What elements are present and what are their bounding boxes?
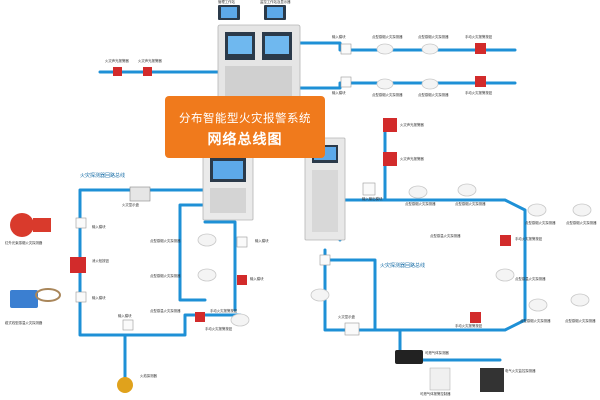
- left-loop-label: 火灾探测器回路总线: [80, 173, 126, 179]
- gas-detector-icon: [395, 350, 423, 364]
- module-icon: [236, 236, 248, 248]
- misc-label: 点型感温火灾探测器: [515, 277, 546, 281]
- left-inner: [178, 203, 207, 302]
- alarm-label: 火灾声光报警器: [400, 123, 424, 127]
- left-branch: [203, 220, 237, 312]
- detector-label: 点型感烟火灾探测器: [150, 274, 181, 278]
- beam-label: 红外光束感烟火灾探测器: [5, 241, 43, 245]
- smoke-detector-icon: [376, 78, 394, 90]
- misc-label: 点型感烟火灾探测器: [520, 319, 551, 323]
- lower-label: 点型感烟火灾探测器: [372, 93, 403, 97]
- module-icon: [344, 322, 360, 336]
- manual-button-icon: [195, 312, 205, 322]
- module-label: 输入模块: [255, 239, 269, 243]
- module-icon: [362, 182, 376, 196]
- manual-button-icon: [470, 312, 481, 323]
- gas-controller-label: 可燃气体报警控制器: [420, 392, 451, 396]
- pc-right-label: 监控工作站及显示器: [260, 0, 291, 4]
- smoke-detector-icon: [421, 78, 439, 90]
- detector-label: 点型感烟火灾探测器: [525, 221, 556, 225]
- electrical-label: 电气火灾监控探测器: [505, 369, 536, 373]
- module-icon: [319, 254, 331, 266]
- left-device-label: 火灾声光报警器: [105, 59, 129, 63]
- manual-button-icon: [70, 257, 86, 273]
- smoke-detector-icon: [197, 268, 217, 282]
- upper-label: 手动火灾报警按钮: [465, 35, 493, 39]
- electrical-monitor-icon: [480, 368, 504, 392]
- detector-label: 点型感温火灾探测器: [150, 309, 181, 313]
- smoke-detector-icon: [528, 298, 548, 312]
- alarm-icon: [113, 67, 122, 76]
- linear-label: 缆式线型感温火灾探测器: [5, 321, 43, 325]
- smoke-detector-icon: [376, 43, 394, 55]
- manual-button-icon: [237, 275, 247, 285]
- module-icon: [340, 43, 352, 55]
- lower-label: 输入模块: [332, 91, 346, 95]
- alarm-icon: [143, 67, 152, 76]
- module-icon: [75, 217, 87, 229]
- display-panel-icon: [129, 186, 151, 202]
- smoke-detector-icon: [197, 233, 217, 247]
- flame-label: 火焰探测器: [140, 374, 157, 378]
- manual-label: 输入模块: [250, 277, 264, 281]
- module-label: 输入输出模块: [362, 197, 383, 201]
- module-icon: [122, 319, 134, 331]
- lower-label: 点型感烟火灾探测器: [418, 93, 449, 97]
- smoke-detector-icon: [408, 185, 428, 199]
- smoke-detector-icon: [230, 313, 250, 327]
- beam-detector-icon: [10, 213, 34, 237]
- smoke-detector-icon: [495, 268, 515, 282]
- smoke-detector-icon: [310, 288, 330, 302]
- button-label: 手动火灾报警按钮: [455, 324, 483, 328]
- title-banner: 分布智能型火灾报警系统 网络总线图: [165, 96, 325, 158]
- lower-label: 手动火灾报警按钮: [465, 91, 493, 95]
- alarm-icon: [383, 152, 397, 166]
- manual-button-icon: [500, 235, 511, 246]
- detector-label: 点型感烟火灾探测器: [405, 202, 436, 206]
- left-device-label: 火灾声光报警器: [138, 59, 162, 63]
- bottom-label: 手动火灾报警按钮: [205, 327, 233, 331]
- pc-left-label: 管理工作站: [218, 0, 235, 4]
- module-label: 输入模块: [118, 314, 132, 318]
- detector-label: 点型感烟火灾探测器: [150, 239, 181, 243]
- detector-label: 点型感烟火灾探测器: [455, 202, 486, 206]
- misc-label: 点型感烟火灾探测器: [565, 319, 596, 323]
- smoke-detector-icon: [527, 203, 547, 217]
- upper-label: 点型感烟火灾探测器: [418, 35, 449, 39]
- misc-label: 点型感温火灾探测器: [430, 234, 461, 238]
- panel-label: 火灾显示盘: [122, 203, 139, 207]
- manual-button-icon: [475, 43, 486, 54]
- banner-title: 分布智能型火灾报警系统: [179, 113, 311, 125]
- gas-controller-icon: [429, 367, 451, 391]
- manual-label: 手动火灾报警按钮: [210, 309, 238, 313]
- smoke-detector-icon: [457, 183, 477, 197]
- smoke-detector-icon: [421, 43, 439, 55]
- gas-label: 可燃气体探测器: [425, 351, 449, 355]
- module-label: 输入模块: [92, 225, 106, 229]
- detector-label: 点型感烟火灾探测器: [566, 221, 597, 225]
- manual-button-icon: [475, 76, 486, 87]
- right-loop-label: 火灾探测器回路总线: [380, 263, 426, 269]
- interface-label: 火灾显示盘: [338, 315, 355, 319]
- module-icon: [75, 291, 87, 303]
- linear-detector-icon: [10, 290, 38, 308]
- flame-detector-icon: [117, 377, 133, 393]
- alarm-label: 火灾声光报警器: [400, 157, 424, 161]
- button-label: 手动火灾报警按钮: [515, 237, 543, 241]
- smoke-detector-icon: [570, 293, 590, 307]
- module-label: 消火栓按钮: [92, 259, 109, 263]
- banner-subtitle: 网络总线图: [207, 131, 283, 147]
- alarm-icon: [383, 118, 397, 132]
- module-icon: [340, 76, 352, 88]
- upper-label: 点型感烟火灾探测器: [372, 35, 403, 39]
- left-loop-bus: [78, 188, 242, 337]
- smoke-detector-icon: [572, 203, 592, 217]
- right-inner: [323, 258, 377, 332]
- module-label: 输入模块: [92, 296, 106, 300]
- upper-label: 输入模块: [332, 35, 346, 39]
